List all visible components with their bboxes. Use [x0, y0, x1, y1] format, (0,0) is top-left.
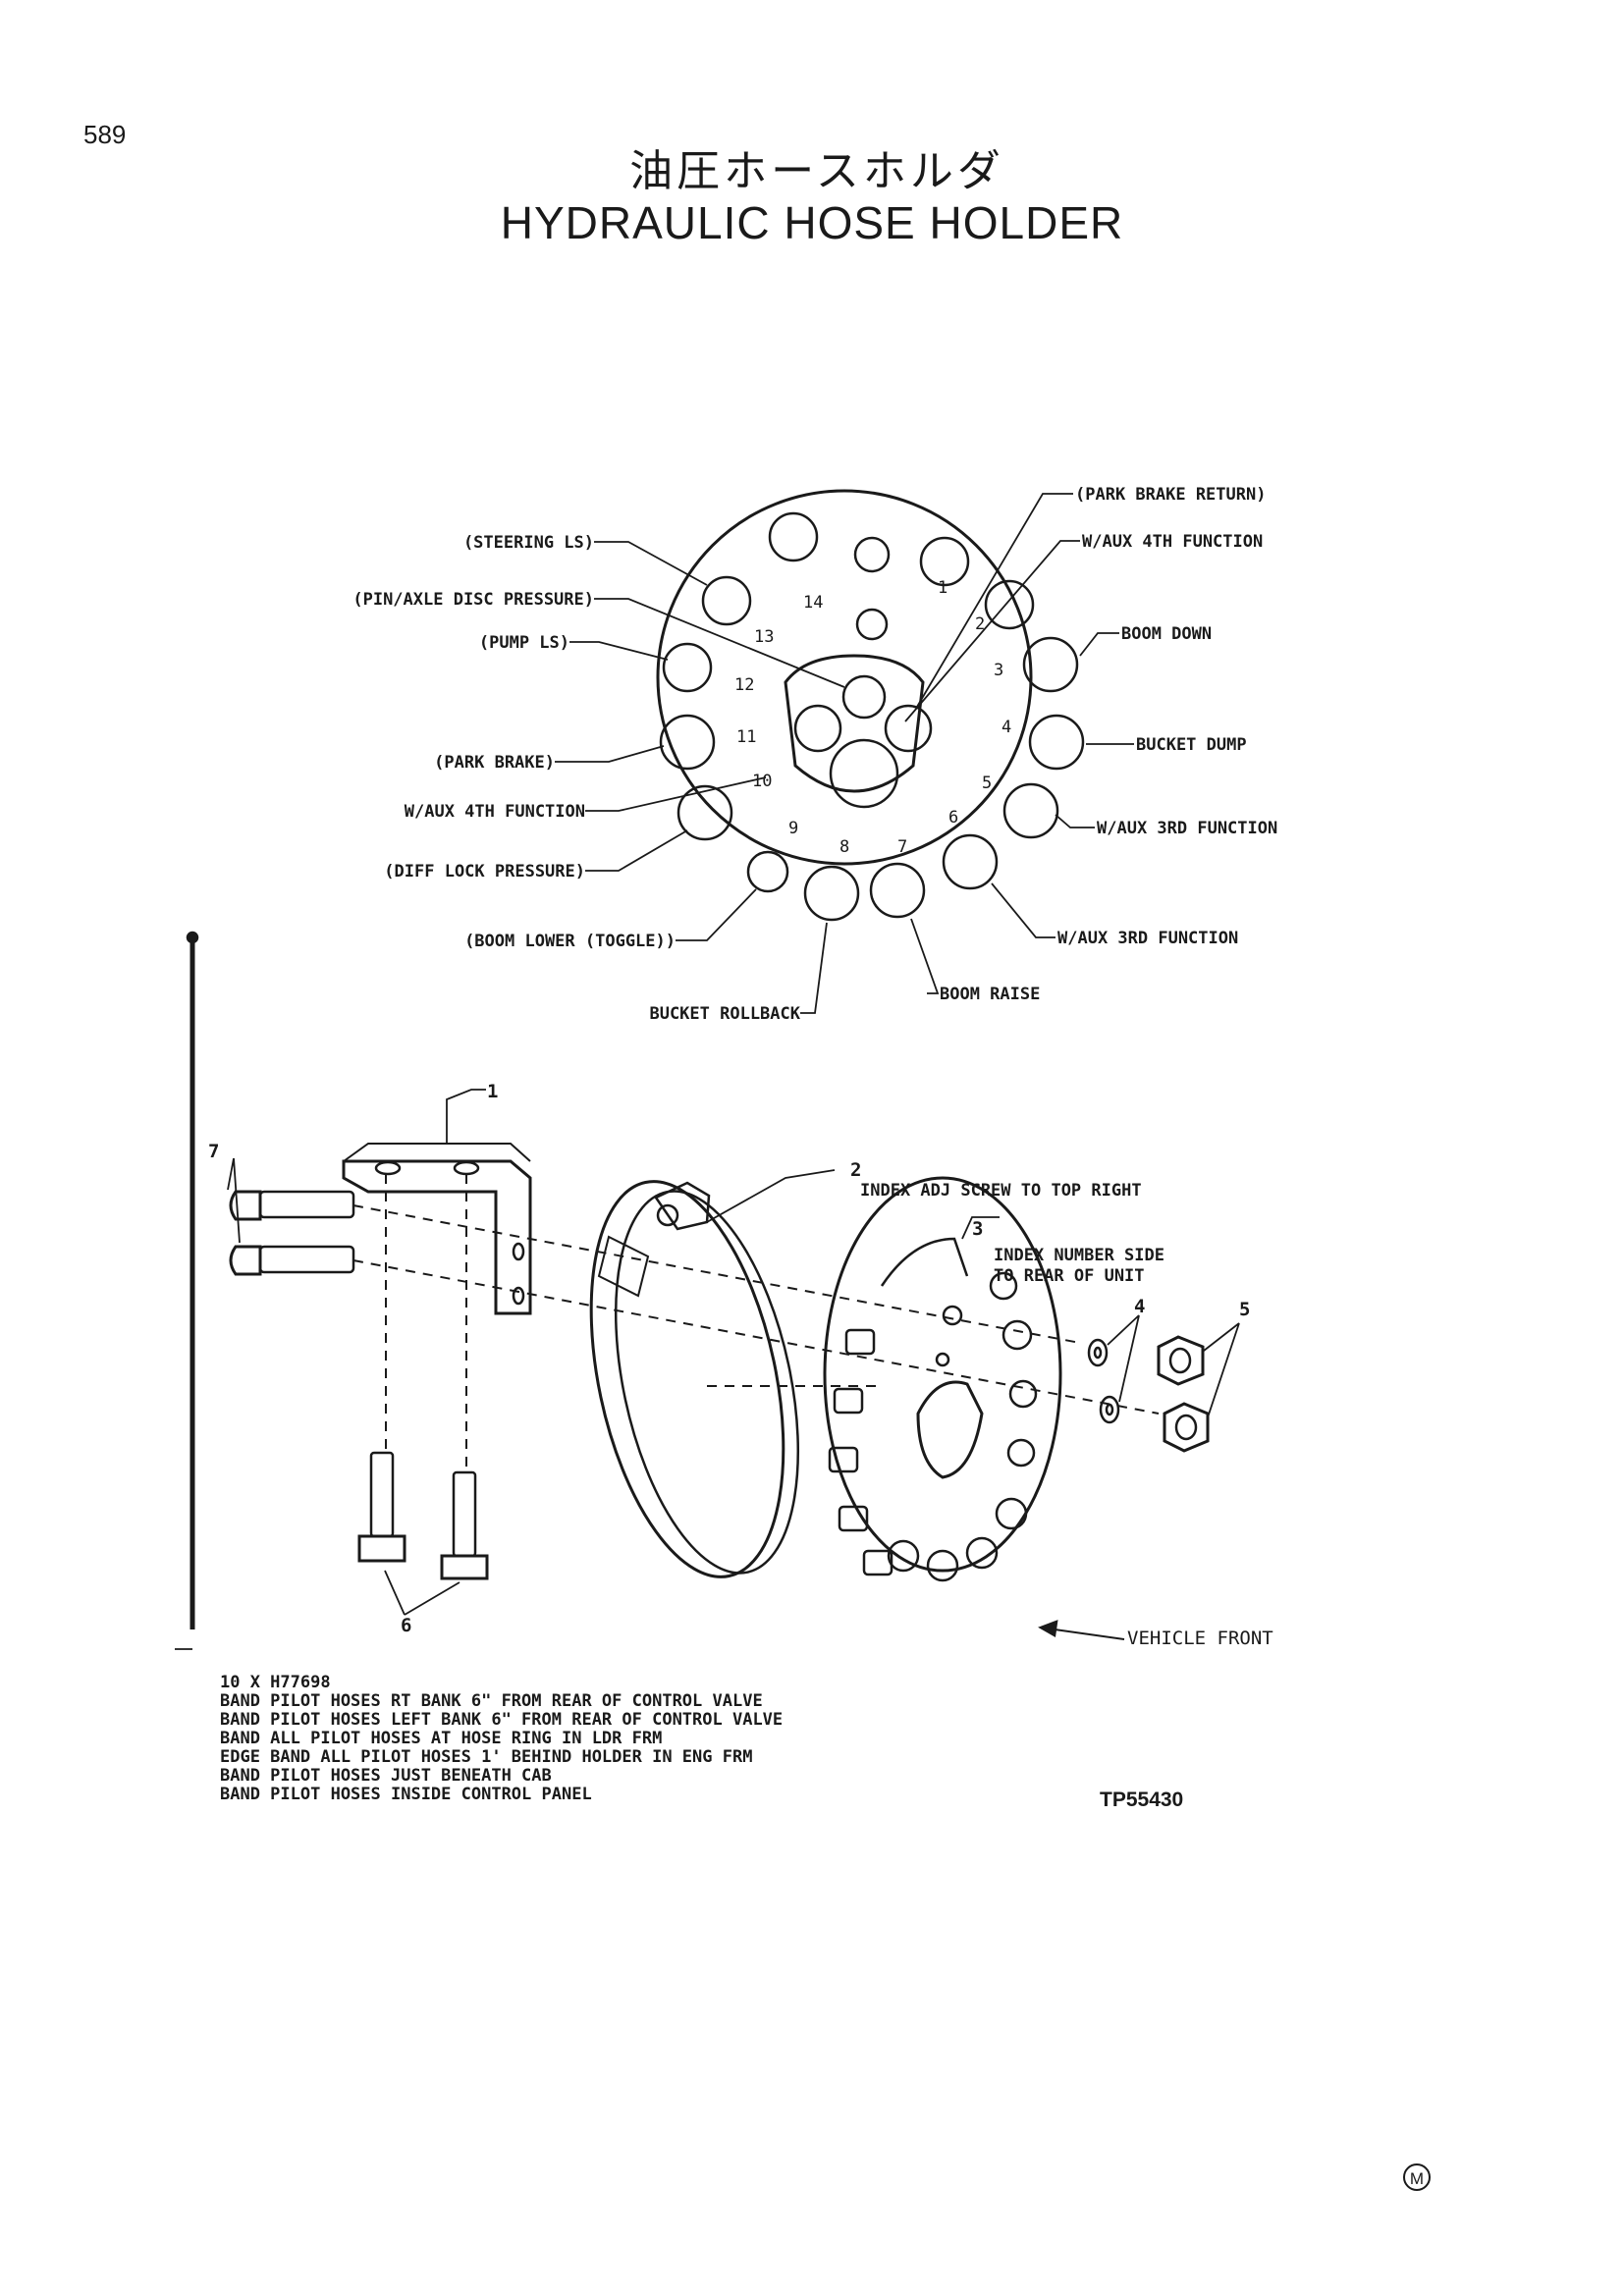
slot-number-10: 10 [752, 772, 772, 791]
slot-6 [942, 833, 999, 890]
slot-5 [1002, 782, 1059, 839]
leader-lines-right [904, 493, 1134, 938]
label-aux-4th-left: W/AUX 4TH FUNCTION [405, 802, 585, 822]
page-number: 589 [83, 120, 127, 149]
slot-4 [1028, 714, 1085, 771]
slot-number-3: 3 [994, 661, 1003, 680]
slot-11 [659, 714, 716, 771]
label-aux-4th-right: W/AUX 4TH FUNCTION [1082, 532, 1263, 552]
m-mark-circle [1403, 2163, 1431, 2191]
slot-number-5: 5 [982, 774, 992, 793]
bolt-hole-upper [853, 536, 891, 573]
note-line-4: BAND ALL PILOT HOSES AT HOSE RING IN LDR… [220, 1729, 662, 1748]
note-line-1: 10 X H77698 [220, 1673, 331, 1692]
callout-5: 5 [1239, 1299, 1250, 1320]
bolts-part-7 [227, 1157, 355, 1276]
holder-slots [659, 511, 1085, 922]
label-aux-3rd-upper: W/AUX 3RD FUNCTION [1097, 819, 1277, 838]
slot-13 [701, 575, 752, 626]
bolts-part-6 [357, 1451, 489, 1616]
label-bucket-dump: BUCKET DUMP [1136, 735, 1247, 755]
note-index-number-side: INDEX NUMBER SIDE [994, 1246, 1164, 1265]
bracket-part-1 [342, 1089, 532, 1315]
assembly-center-lines [352, 1174, 1160, 1472]
note-line-7: BAND PILOT HOSES INSIDE CONTROL PANEL [220, 1785, 592, 1804]
label-boom-raise: BOOM RAISE [940, 985, 1040, 1004]
label-diff-lock-pressure: (DIFF LOCK PRESSURE) [384, 862, 585, 881]
center-hose-big [829, 738, 899, 809]
slot-number-11: 11 [736, 727, 756, 747]
slot-number-6: 6 [948, 808, 958, 828]
label-boom-lower-toggle: (BOOM LOWER (TOGGLE)) [464, 932, 676, 951]
drawing-number: TP55430 [1100, 1789, 1183, 1811]
callout-2: 2 [850, 1159, 861, 1181]
label-pump-ls: (PUMP LS) [479, 633, 569, 653]
note-rear-of-unit: TO REAR OF UNIT [994, 1266, 1145, 1286]
slot-number-12: 12 [734, 675, 754, 695]
label-pin-axle-disc-pressure: (PIN/AXLE DISC PRESSURE) [352, 590, 594, 610]
note-line-3: BAND PILOT HOSES LEFT BANK 6" FROM REAR … [220, 1710, 783, 1730]
callout-7: 7 [208, 1141, 219, 1162]
slot-number-1: 1 [938, 578, 947, 598]
label-steering-ls: (STEERING LS) [463, 533, 594, 553]
slot-9 [746, 850, 789, 893]
hose-holder-top-view [656, 489, 1085, 922]
slot-number-7: 7 [897, 837, 907, 857]
hose-holder-part-3 [823, 1176, 1062, 1582]
hose-clamp-part-2 [589, 1169, 836, 1578]
center-hose-top [841, 674, 887, 720]
vehicle-front-arrow [1038, 1620, 1125, 1640]
slot-2 [984, 579, 1035, 630]
label-park-brake-return: (PARK BRAKE RETURN) [1075, 485, 1266, 505]
title-english: HYDRAULIC HOSE HOLDER [500, 197, 1124, 248]
nuts-part-5 [1157, 1322, 1240, 1453]
m-mark-letter: M [1410, 2169, 1424, 2188]
washers-part-4 [1087, 1314, 1140, 1424]
vehicle-front-label: VEHICLE FRONT [1127, 1628, 1273, 1649]
slot-8 [803, 865, 860, 922]
label-boom-down: BOOM DOWN [1121, 624, 1212, 644]
callout-3: 3 [972, 1218, 983, 1240]
cable-tie-long [175, 931, 199, 1650]
slot-7 [869, 862, 926, 919]
slot-number-13: 13 [754, 627, 774, 647]
label-aux-3rd-lower: W/AUX 3RD FUNCTION [1057, 929, 1238, 948]
note-line-6: BAND PILOT HOSES JUST BENEATH CAB [220, 1766, 552, 1786]
slot-10 [677, 784, 733, 841]
center-hose-left [793, 704, 842, 753]
callout-6: 6 [401, 1615, 411, 1636]
slot-14 [768, 511, 819, 562]
slot-number-2: 2 [975, 614, 985, 634]
leader-lines-left [555, 541, 940, 1014]
note-line-2: BAND PILOT HOSES RT BANK 6" FROM REAR OF… [220, 1691, 763, 1711]
label-bucket-rollback: BUCKET ROLLBACK [649, 1004, 800, 1024]
slot-number-14: 14 [803, 593, 823, 613]
note-index-adj-screw: INDEX ADJ SCREW TO TOP RIGHT [860, 1181, 1142, 1201]
slot-number-8: 8 [839, 837, 849, 857]
slot-1 [919, 536, 970, 587]
callout-1: 1 [487, 1081, 498, 1102]
slot-12 [662, 642, 713, 693]
slot-number-9: 9 [788, 819, 798, 838]
note-line-5: EDGE BAND ALL PILOT HOSES 1' BEHIND HOLD… [220, 1747, 752, 1767]
label-park-brake: (PARK BRAKE) [434, 753, 555, 773]
callout-4: 4 [1134, 1296, 1145, 1317]
title-japanese: 油圧ホースホルダ [629, 146, 1004, 196]
slot-3 [1022, 636, 1079, 693]
slot-number-4: 4 [1001, 718, 1011, 737]
bolt-hole-lower [855, 608, 889, 641]
center-opening [784, 654, 925, 793]
center-hose-right [884, 704, 933, 753]
